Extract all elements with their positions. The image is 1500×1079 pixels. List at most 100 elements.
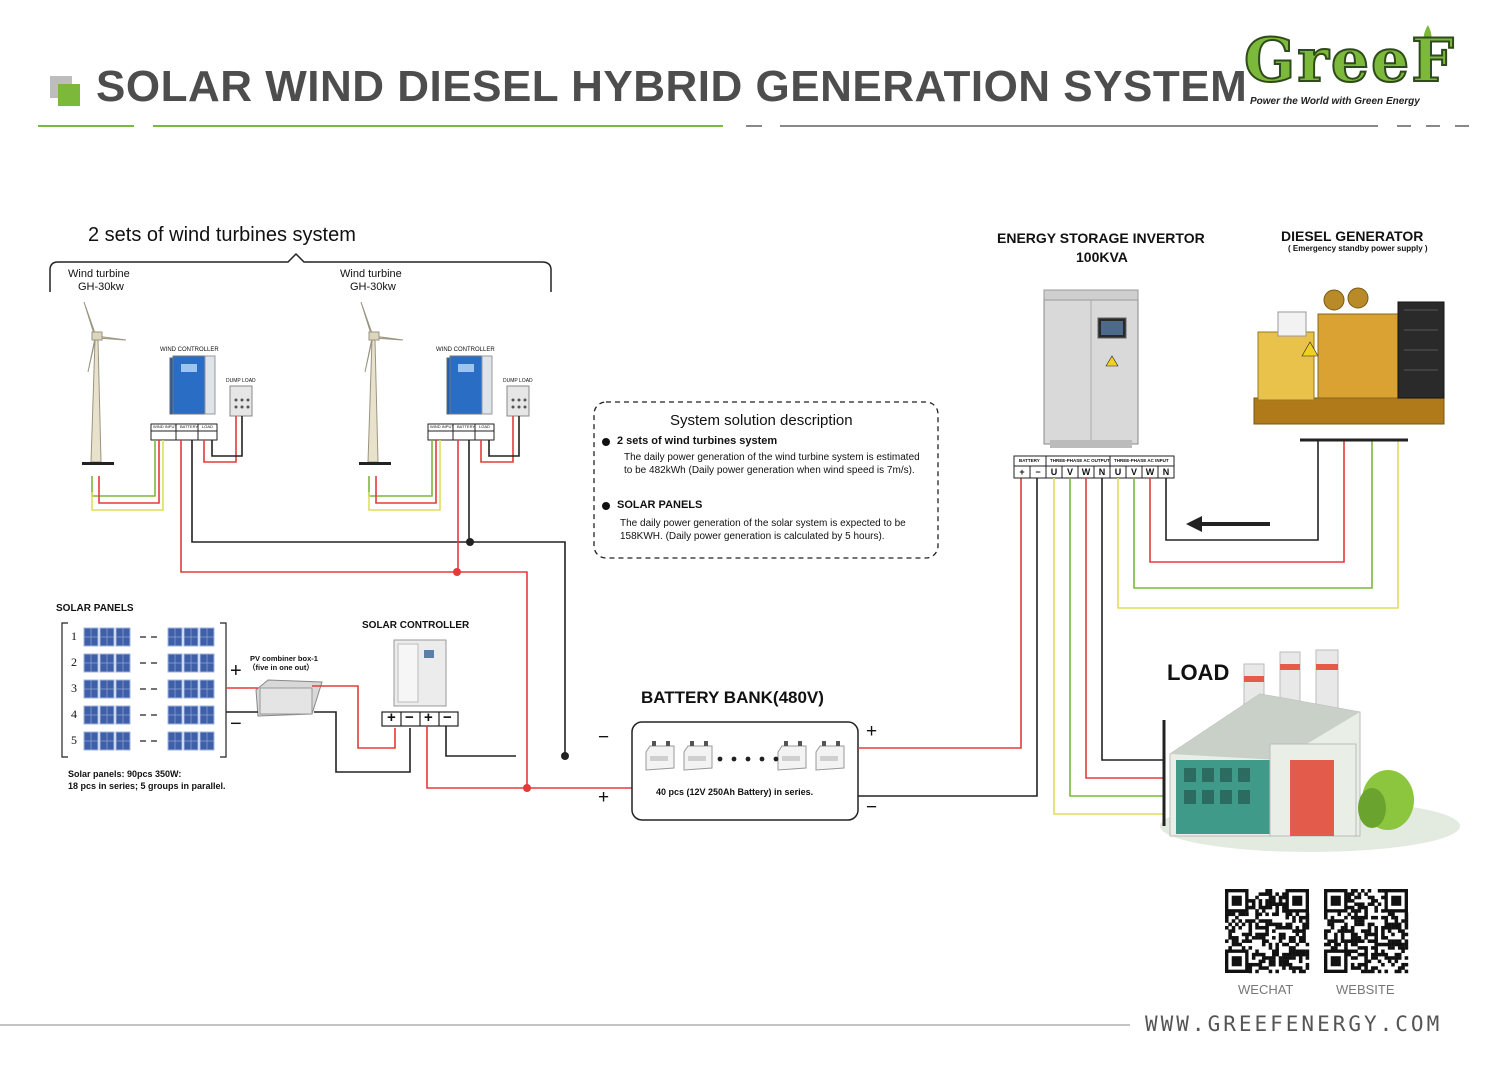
solar-array (83, 627, 215, 751)
wind-terminal-label: LOAD (202, 424, 213, 429)
battery-dots (717, 756, 779, 762)
wind-group-bracket (49, 252, 552, 292)
description-title: System solution description (670, 412, 853, 429)
solar-panels-title: SOLAR PANELS (56, 603, 134, 614)
junction-dot (561, 752, 569, 760)
qr-label-website: WEBSITE (1336, 982, 1395, 997)
wind-turbine-1-name: Wind turbine (68, 268, 130, 280)
qr-code-wechat (1225, 889, 1310, 974)
wind-controller-2 (446, 355, 493, 415)
wind-controller-1-label: WIND CONTROLLER (160, 347, 219, 353)
battery-cell (815, 741, 845, 771)
inverter-terminal: N (1162, 467, 1170, 477)
turbine-base (82, 462, 114, 465)
solar-note-line-2: 18 pcs in series; 5 groups in parallel. (68, 781, 226, 791)
solar-row-number: 3 (71, 681, 77, 695)
wind-turbine-2-name: Wind turbine (340, 268, 402, 280)
solar-row-number: 2 (71, 655, 77, 669)
solar-array-bracket (61, 622, 227, 758)
turbine-base (359, 462, 391, 465)
inverter-group-label: THREE-PHASE AC OUTPUT (1050, 458, 1110, 463)
solar-ctrl-terminal: − (405, 709, 414, 726)
flow-arrow-icon (1186, 516, 1270, 532)
battery-minus-right: − (866, 797, 878, 818)
inverter-terminal: + (1019, 467, 1025, 477)
factory-illustration (1160, 649, 1460, 852)
plus-sign: + (230, 660, 242, 682)
description-box (593, 401, 939, 559)
qr-code-website (1324, 889, 1409, 974)
title-square-icon (50, 76, 80, 106)
generator-subtitle: ( Emergency standby power supply ) (1288, 244, 1428, 253)
inverter-terminal: − (1035, 467, 1041, 477)
greef-logo: GreeF Power the World with Green Energy (1238, 20, 1478, 115)
dump-load-1 (229, 385, 253, 417)
battery-cells (645, 741, 845, 771)
inverter-terminal: U (1114, 467, 1122, 477)
header-rule (1397, 125, 1411, 127)
dump-load-2-label: DUMP LOAD (503, 378, 533, 384)
inverter-group-label: BATTERY (1019, 458, 1040, 463)
solar-controller-cabinet (393, 639, 447, 707)
solar-note-line-1: Solar panels: 90pcs 350W: (68, 769, 182, 779)
wind-controller-1 (169, 355, 216, 415)
wind-terminal-label: WIND INPUT (430, 424, 454, 429)
solar-ctrl-terminal: − (443, 709, 452, 726)
header-rule (1426, 125, 1440, 127)
header-rule (1455, 125, 1469, 127)
solar-ctrl-terminal: + (387, 709, 396, 726)
logo-text: GreeF (1243, 25, 1456, 97)
wind-terminal-label: BATTERY (180, 424, 199, 429)
logo-tagline: Power the World with Green Energy (1250, 96, 1420, 107)
inverter-terminal: W (1081, 467, 1091, 477)
wind-turbine-1-model: GH-30kw (78, 281, 124, 293)
bullet-icon (602, 502, 610, 510)
inverter-rating: 100KVA (1076, 249, 1128, 265)
bullet-icon (602, 438, 610, 446)
header-rule (38, 125, 134, 127)
description-item-1-body: The daily power generation of the wind t… (624, 452, 920, 476)
battery-cell (645, 741, 675, 771)
battery-plus-right: + (866, 721, 878, 742)
wind-terminal-label: LOAD (479, 424, 490, 429)
wind-terminal-label: BATTERY (457, 424, 476, 429)
load-title: LOAD (1167, 660, 1230, 685)
junction-dot (466, 538, 474, 546)
dump-load-2 (506, 385, 530, 417)
inverter-terminal: N (1098, 467, 1106, 477)
wind-turbine-2 (360, 301, 404, 463)
wind-controller-2-label: WIND CONTROLLER (436, 347, 495, 353)
inverter-group-label: THREE-PHASE AC INPUT (1114, 458, 1169, 463)
battery-bank-box (631, 721, 859, 821)
page-title: SOLAR WIND DIESEL HYBRID GENERATION SYST… (96, 62, 1248, 111)
wind-turbine-2-model: GH-30kw (350, 281, 396, 293)
solar-controller-terminals (381, 711, 459, 727)
wind-terminal-strip-2 (427, 423, 495, 441)
description-item-1-heading: 2 sets of wind turbines system (617, 435, 778, 447)
solar-ctrl-terminal: + (424, 709, 433, 726)
inverter-cabinet (1043, 289, 1139, 448)
description-item-2-heading: SOLAR PANELS (617, 499, 703, 511)
inverter-terminal: V (1066, 467, 1073, 477)
wind-group-label: 2 sets of wind turbines system (88, 224, 356, 246)
generator-title: DIESEL GENERATOR (1281, 228, 1424, 244)
battery-bank-caption: 40 pcs (12V 250Ah Battery) in series. (656, 787, 814, 797)
battery-bank-title: BATTERY BANK(480V) (641, 688, 824, 707)
header-rule (746, 125, 762, 127)
solar-controller-label: SOLAR CONTROLLER (362, 620, 470, 631)
wind-terminal-label: WIND INPUT (153, 424, 177, 429)
qr-label-wechat: WECHAT (1238, 982, 1294, 997)
solar-row-number: 4 (71, 707, 77, 721)
inverter-terminal: V (1130, 467, 1137, 477)
inverter-terminal-strip (1013, 455, 1175, 479)
battery-cell (777, 741, 807, 771)
website-url[interactable]: WWW.GREEFENERGY.COM (1145, 1012, 1443, 1036)
header-rule (780, 125, 1378, 127)
solar-row-number: 1 (71, 629, 77, 643)
wind-terminal-strip-1 (150, 423, 218, 441)
inverter-terminal: U (1050, 467, 1058, 477)
wind-turbine-1 (83, 301, 127, 463)
solar-row-number: 5 (71, 733, 77, 747)
header-rule (153, 125, 723, 127)
